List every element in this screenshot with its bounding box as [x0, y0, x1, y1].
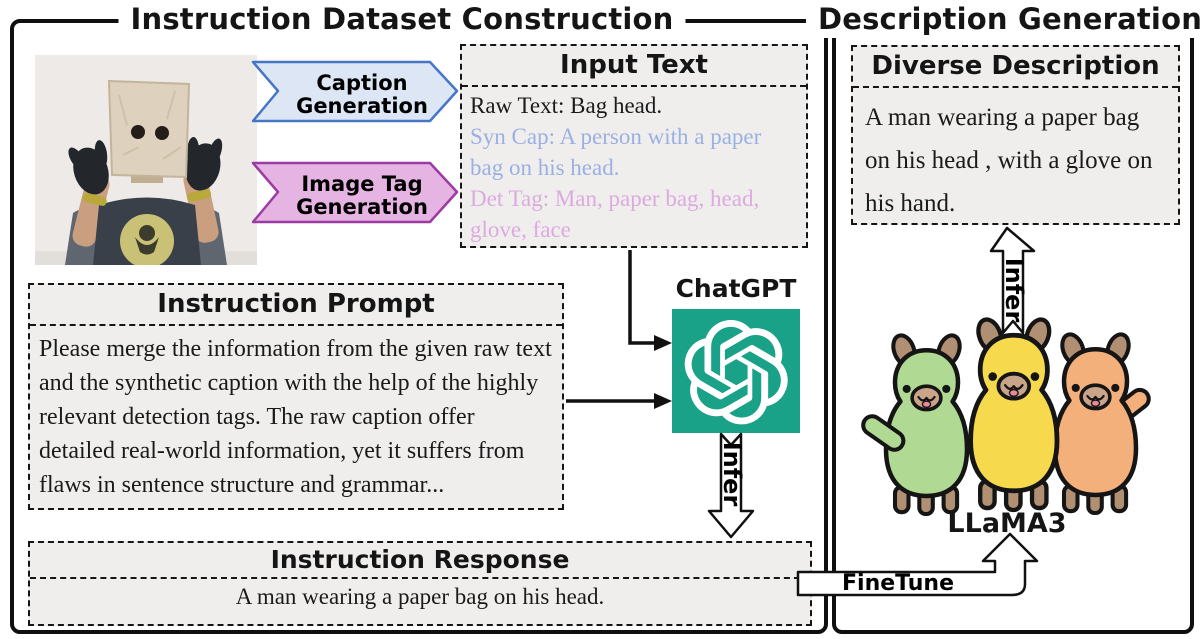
bag-eye-hole [131, 125, 145, 139]
syn-cap-line: Syn Cap: A person with a paper bag on hi… [470, 124, 762, 180]
instruction-prompt-title: Instruction Prompt [30, 285, 562, 326]
gloves [68, 137, 223, 195]
input-text-title: Input Text [462, 46, 806, 87]
diverse-description-text: A man wearing a paper bag on his head , … [865, 104, 1153, 217]
right-panel-title: Description Generation [805, 0, 1200, 38]
raw-text-line: Raw Text: Bag head. [470, 93, 663, 118]
diverse-description-title: Diverse Description [853, 47, 1178, 88]
chatgpt-label: ChatGPT [675, 274, 797, 303]
instruction-response-box: Instruction Response A man wearing a pap… [28, 541, 812, 626]
det-tag-line: Det Tag: Man, paper bag, head, glove, fa… [470, 186, 760, 242]
instruction-prompt-box: Instruction Prompt Please merge the info… [28, 283, 564, 510]
bag-eye-hole [155, 126, 169, 140]
paper-bag-man-photo [35, 55, 257, 265]
instruction-response-title: Instruction Response [30, 543, 810, 579]
instruction-prompt-text: Please merge the information from the gi… [39, 336, 552, 498]
input-text-box: Input Text Raw Text: Bag head. Syn Cap: … [460, 44, 808, 248]
instruction-response-text: A man wearing a paper bag on his head. [235, 584, 605, 609]
paper-bag [107, 79, 191, 179]
diverse-description-box: Diverse Description A man wearing a pape… [851, 45, 1180, 225]
left-panel-title: Instruction Dataset Construction [118, 0, 686, 38]
